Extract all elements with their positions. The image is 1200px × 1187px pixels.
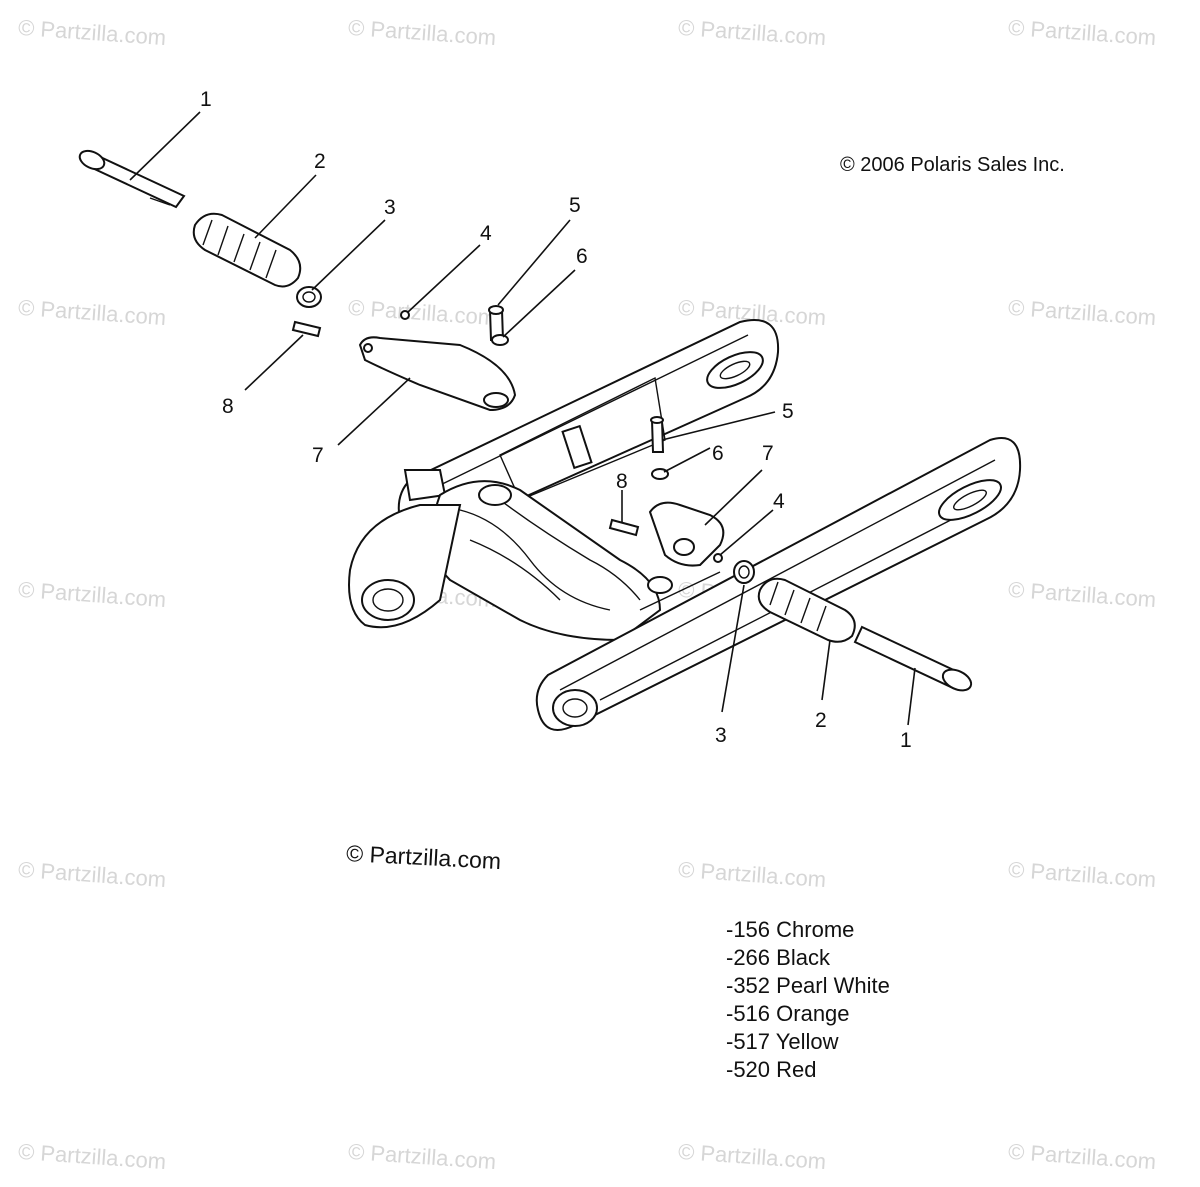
clip-left [400,310,410,320]
callout-5-lower: 5 [782,400,794,423]
color-code-item: -517 Yellow [726,1029,839,1054]
callout-3-lower: 3 [715,724,727,747]
washer-small-left [491,334,509,346]
callout-1-lower: 1 [900,729,912,752]
washer-left [296,286,322,308]
color-code-item: -516 Orange [726,1001,850,1026]
callout-3-upper: 3 [384,196,396,219]
color-code-item: -266 Black [726,945,830,970]
leader-lines [129,111,916,726]
callout-5-upper: 5 [569,194,581,217]
footpeg-rubber-left [192,212,302,288]
callout-labels: 1 2 3 4 5 6 8 7 5 6 7 8 4 3 2 1 [200,88,912,752]
color-code-item: -352 Pearl White [726,973,890,998]
callout-4-upper: 4 [480,222,492,245]
color-code-item: -520 Red [726,1057,817,1082]
pin-right [608,518,640,537]
callout-8-upper: 8 [222,395,234,418]
copyright-notice: © 2006 Polaris Sales Inc. [840,154,1065,176]
callout-2-upper: 2 [314,150,326,173]
color-code-item: -156 Chrome [726,917,855,942]
callout-2-lower: 2 [815,709,827,732]
footpeg-bracket-right [648,501,725,567]
footpeg-rubber-right [757,577,856,643]
pin-left [291,320,322,338]
callout-8-lower: 8 [616,470,628,493]
washer-right [733,560,755,584]
callout-6-upper: 6 [576,245,588,268]
callout-1-upper: 1 [200,88,212,111]
footpeg-pin-left [78,149,186,209]
callout-6-lower: 6 [712,442,724,465]
bolt-right [650,416,665,453]
clip-right [713,553,723,563]
callout-4-lower: 4 [773,490,785,513]
callout-7-upper: 7 [312,444,324,467]
footpeg-pin-right [853,625,973,692]
footpeg-bracket-left [358,336,517,412]
callout-7-lower: 7 [762,442,774,465]
color-code-list: -156 Chrome -266 Black -352 Pearl White … [726,916,890,1084]
